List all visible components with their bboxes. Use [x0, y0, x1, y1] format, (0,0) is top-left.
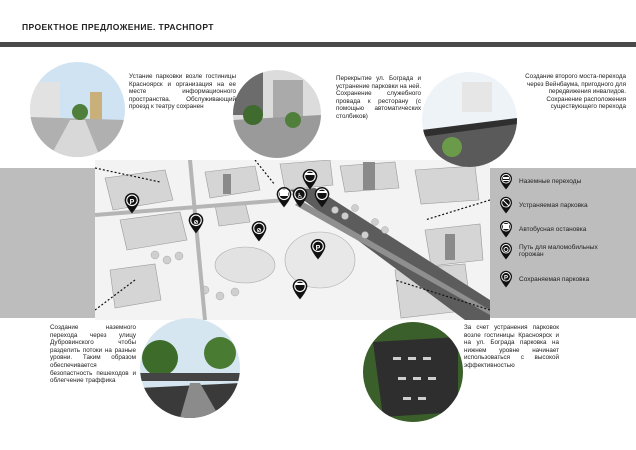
- text-top-middle: Перекрытие ул. Бограда и устранение парк…: [336, 75, 421, 120]
- bus-stop-icon: [499, 220, 513, 238]
- parking-marker: P: [123, 192, 141, 214]
- text-bottom-right: За счет устранения парковок возле гостин…: [464, 324, 559, 369]
- map-legend: Наземные переходы Устраняемая парковка А…: [495, 170, 636, 290]
- parking-icon: P: [499, 270, 513, 288]
- photo-bridge-crossing: [422, 72, 517, 167]
- parking-marker-label: P: [130, 199, 135, 206]
- legend-item: Автобусная остановка: [499, 220, 586, 238]
- crosswalk-icon: [301, 168, 319, 190]
- legend-item: Устраняемая парковка: [499, 196, 588, 214]
- page-title: ПРОЕКТНОЕ ПРЕДЛОЖЕНИЕ. ТРАСНПОРТ: [22, 22, 214, 32]
- parking-marker: P: [309, 238, 327, 260]
- text-bottom-left: Создание наземного перехода через улицу …: [50, 324, 136, 385]
- no-parking-icon: ⊘: [250, 220, 268, 242]
- legend-item: Наземные переходы: [499, 172, 581, 190]
- wheelchair-icon: ♿: [291, 186, 309, 208]
- bus-stop-icon: [275, 186, 293, 208]
- svg-text:⊘: ⊘: [256, 228, 261, 234]
- site-plan-map: P ⊘ ⊘ ♿ P: [95, 160, 490, 320]
- no-parking-icon: ⊘: [187, 212, 205, 234]
- crosswalk-icon: [499, 172, 513, 190]
- wheelchair-icon: [499, 242, 513, 260]
- legend-label: Автобусная остановка: [519, 225, 587, 233]
- svg-text:⊘: ⊘: [193, 220, 198, 226]
- crosswalk-icon: [313, 186, 331, 208]
- svg-text:♿: ♿: [297, 192, 303, 200]
- svg-text:P: P: [504, 276, 508, 282]
- legend-item: P Сохраняемая парковка: [499, 270, 589, 288]
- text-top-right: Создание второго моста-перехода через Ве…: [525, 73, 626, 111]
- legend-label: Путь для маломобильных горожан: [519, 243, 598, 259]
- photo-ground-crossing: [140, 318, 240, 418]
- no-parking-icon: [499, 196, 513, 214]
- legend-label: Сохраняемая парковка: [519, 275, 590, 283]
- legend-label: Устраняемая парковка: [519, 201, 588, 209]
- photo-parking-hotel: [30, 62, 125, 157]
- photo-parking-lot: [363, 322, 463, 422]
- text-top-left: Устание парковки возле гостиницы Красноя…: [129, 73, 236, 111]
- legend-label: Наземные переходы: [519, 177, 582, 185]
- photo-bograda-street: [233, 70, 321, 158]
- parking-marker-label: P: [316, 245, 321, 252]
- header-divider: [0, 42, 636, 47]
- legend-item: Путь для маломобильных горожан: [499, 242, 614, 260]
- crosswalk-icon: [291, 278, 309, 300]
